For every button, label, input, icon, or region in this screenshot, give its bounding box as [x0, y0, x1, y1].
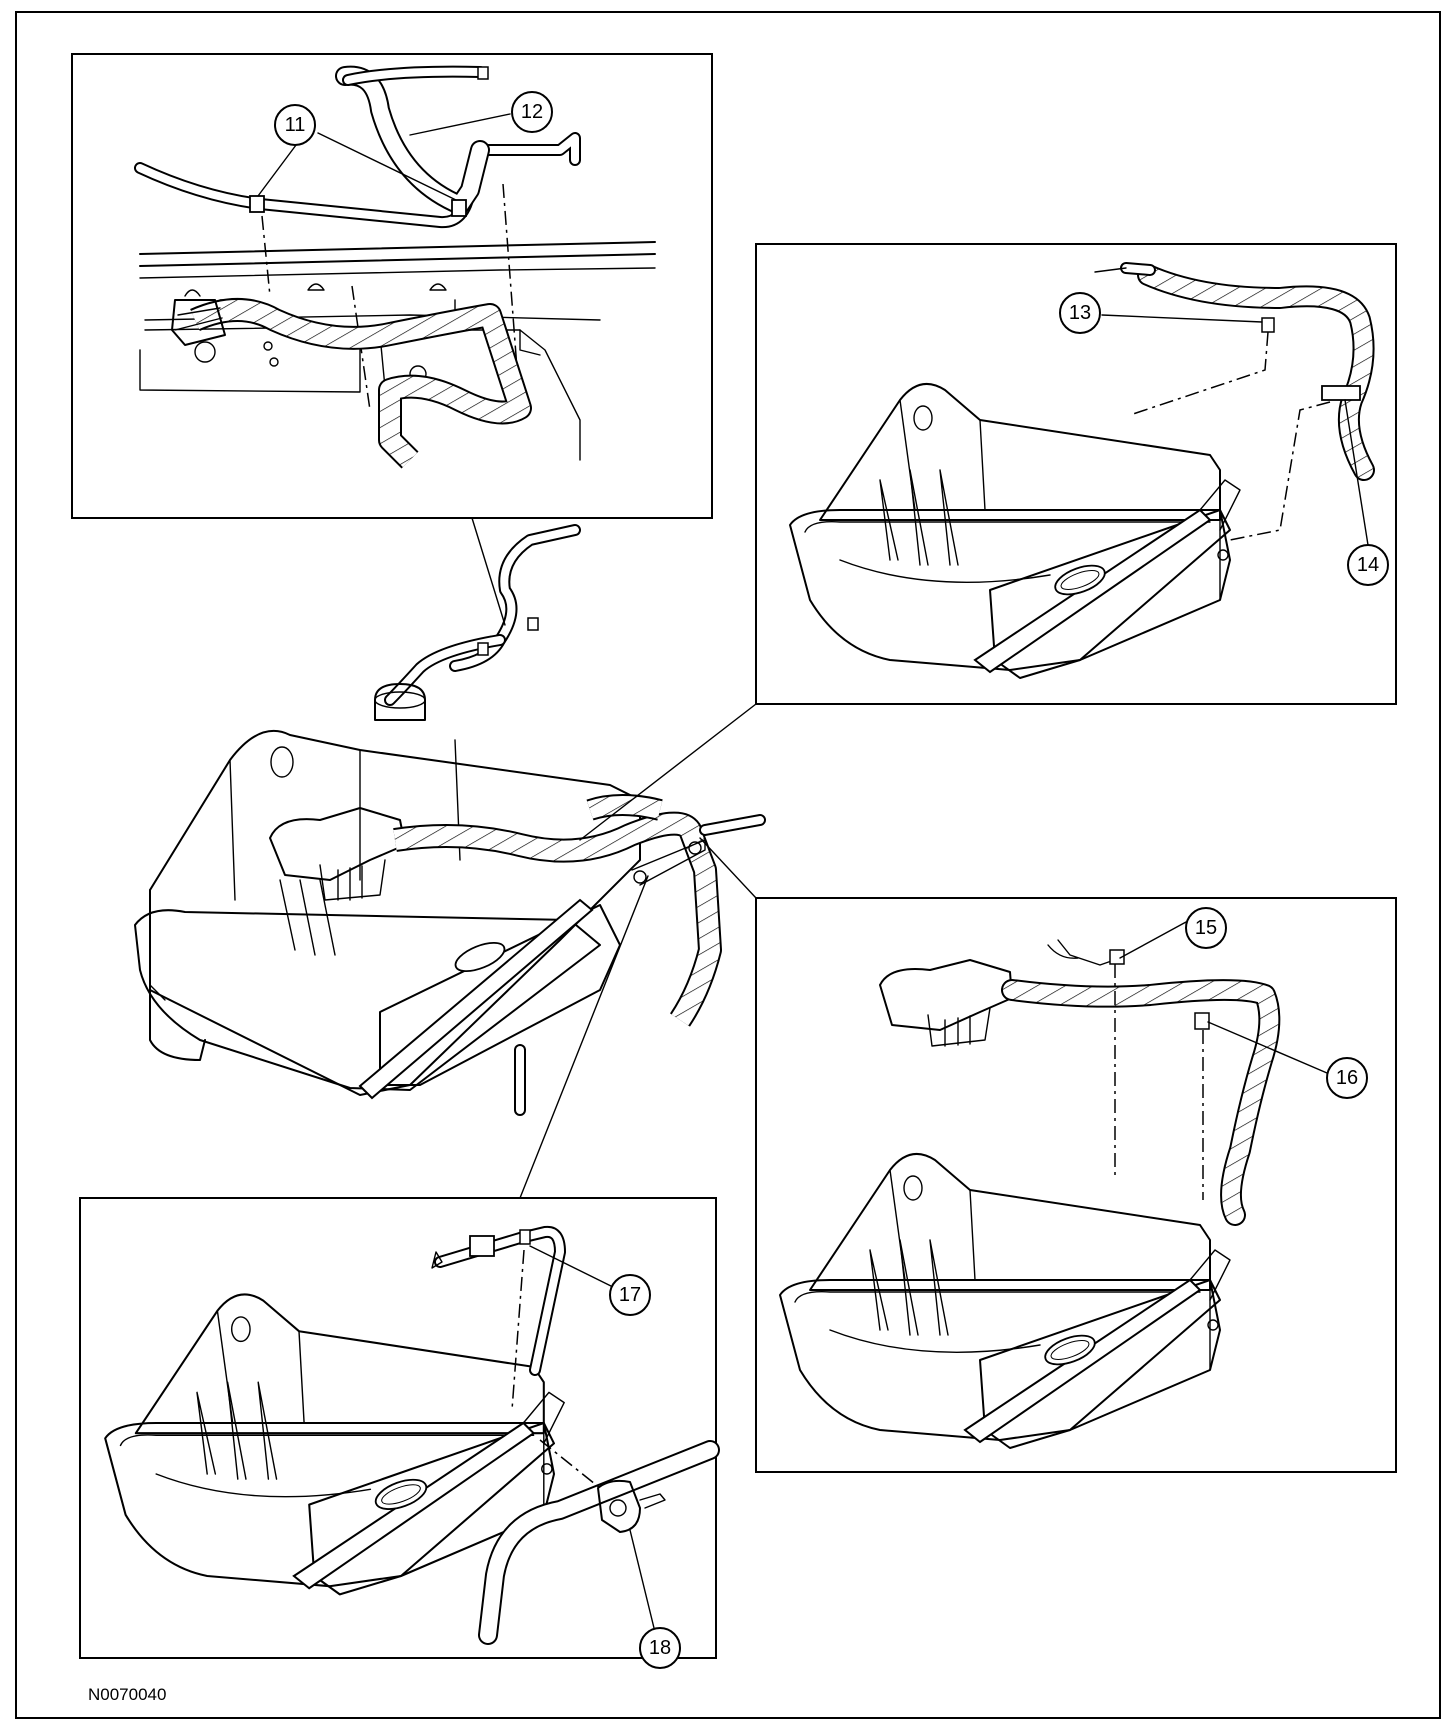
callout-15-label: 15 — [1195, 917, 1217, 939]
callout-12-label: 12 — [521, 101, 543, 123]
inset-bottom-right — [755, 897, 1397, 1473]
main-assembly — [134, 524, 766, 1116]
callout-17-label: 17 — [619, 1284, 641, 1306]
callout-16-label: 16 — [1336, 1067, 1358, 1089]
callout-14-label: 14 — [1357, 554, 1379, 576]
callout-11-label: 11 — [285, 114, 306, 136]
callout-14: 14 — [1347, 544, 1389, 586]
outer-frame — [15, 11, 1441, 1719]
callout-15: 15 — [1185, 907, 1227, 949]
callout-18: 18 — [639, 1627, 681, 1669]
callout-13-label: 13 — [1069, 302, 1091, 324]
callout-13: 13 — [1059, 292, 1101, 334]
inset-bottom-left — [79, 1197, 720, 1659]
figure-id: N0070040 — [88, 1685, 166, 1704]
callout-16: 16 — [1326, 1057, 1368, 1099]
leader-lines — [257, 113, 1369, 1629]
inset-top-left — [71, 53, 713, 519]
callout-11: 11 — [274, 104, 316, 146]
callout-18-label: 18 — [649, 1637, 671, 1659]
callout-17: 17 — [609, 1274, 651, 1316]
callout-12: 12 — [511, 91, 553, 133]
